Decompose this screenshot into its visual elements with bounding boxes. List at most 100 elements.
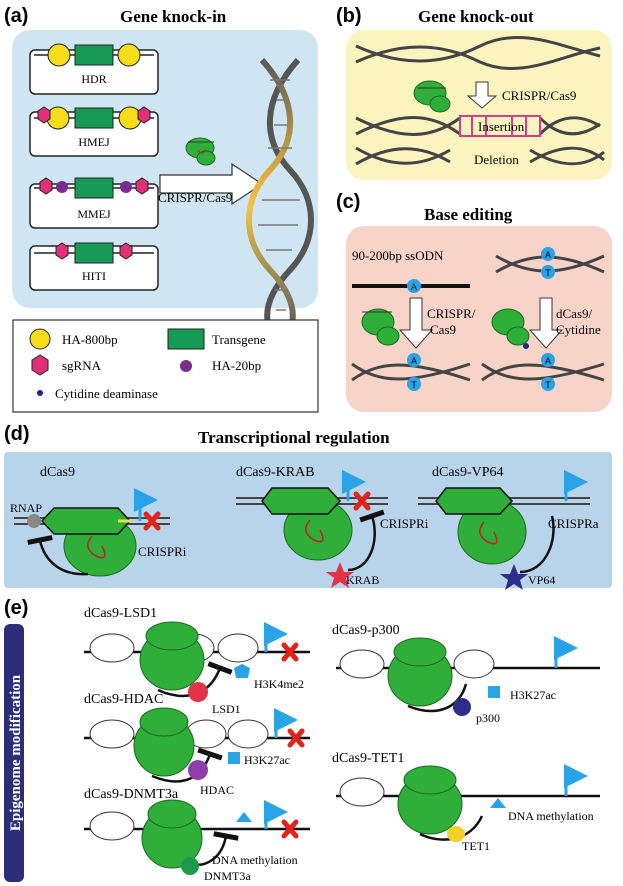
nucleosome-icon [339, 649, 495, 679]
base-t-top-label: T [545, 268, 551, 278]
p300-enzyme [453, 698, 471, 716]
knockout-arrow-label: CRISPR/Cas9 [502, 88, 576, 103]
panel-label-e: (e) [4, 597, 28, 619]
rnap-icon [27, 514, 41, 528]
tss-arrow-icon [564, 470, 588, 501]
base-t-right-label: T [545, 380, 551, 390]
hdr-construct: HDR [29, 43, 159, 95]
histone-mark-icon [234, 664, 250, 678]
hdac-title: dCas9-HDAC [84, 692, 163, 707]
dcas9-tet-protein [397, 765, 463, 835]
dcas9-title: dCas9 [40, 465, 75, 480]
nucleosome-icon [339, 777, 385, 807]
base-t-top [541, 265, 555, 279]
legend-ha20-swatch [180, 360, 192, 372]
base-t-right [541, 377, 555, 391]
vp64-title: dCas9-VP64 [432, 465, 504, 480]
dnmt-enzyme [181, 857, 199, 875]
histone-mark-icon [228, 752, 240, 764]
tss-arrow-icon [264, 800, 288, 829]
tet-label: TET1 [462, 839, 490, 853]
knockin-arrow [159, 162, 264, 206]
krab-label: KRAB [346, 573, 379, 587]
hiti-construct: HITI [29, 242, 159, 291]
legend-ha800: HA-800bp [62, 332, 118, 347]
hmej-construct: HMEJ [29, 106, 159, 157]
vp64-star [500, 564, 528, 590]
base-a-top [541, 247, 555, 261]
base-edit-dna-left [351, 362, 471, 382]
cas9-icon [413, 80, 451, 113]
lsd1-label: LSD1 [212, 702, 241, 716]
base-edit-dna-right [481, 362, 605, 382]
dcas9-p300-protein [387, 637, 453, 707]
block-x-icon [281, 819, 299, 839]
dcas9-vp64-protein [435, 487, 527, 565]
nucleosome-icon [89, 811, 135, 841]
nucleosome-icon [89, 719, 269, 749]
h3k4-label: H3K4me2 [254, 677, 304, 691]
histone-mark-icon [490, 798, 506, 808]
lsd1-title: dCas9-LSD1 [84, 606, 157, 621]
cas9-icon [185, 137, 216, 166]
base-a-right-label: A [545, 356, 551, 366]
base-edit-right-label-1: dCas9/ [556, 306, 593, 321]
tss-arrow-icon [564, 764, 588, 796]
crispri-label-1: CRISPRi [138, 544, 187, 559]
method-label-hdr: HDR [81, 72, 106, 86]
legend: HA-800bp Transgene sgRNA HA-20bp Cytidin… [12, 319, 319, 413]
legend-cytidine: Cytidine deaminase [55, 386, 158, 401]
knockin-arrow-label: CRISPR/Cas9 [158, 190, 232, 205]
cas9-icon [361, 308, 400, 346]
knockout-dna-top [355, 35, 601, 71]
epigenome-side-label: Epigenome modification [8, 674, 24, 831]
epigenome-side-band [4, 624, 24, 882]
tss-arrow-icon [554, 636, 578, 668]
knockout-arrow [466, 81, 498, 109]
vp64-activate-arrow [519, 515, 555, 574]
legend-transgene: Transgene [212, 332, 266, 347]
insertion-dna [355, 115, 601, 137]
dcas9-krab-protein [261, 487, 353, 561]
method-label-hmej: HMEJ [78, 135, 110, 149]
rnap-label: RNAP [10, 501, 42, 515]
panel-label-c: (c) [336, 191, 360, 213]
base-t-left-label: T [411, 380, 417, 390]
legend-sgrna-swatch [31, 354, 49, 376]
hdac-label: HDAC [200, 783, 234, 797]
krab-title: dCas9-KRAB [236, 465, 315, 480]
panel-b-title: Gene knock-out [418, 7, 534, 26]
h3k27-label-1: H3K27ac [244, 753, 290, 767]
base-edit-left-label-1: CRISPR/ [427, 306, 476, 321]
krab-star [326, 562, 354, 588]
base-t-left [407, 377, 421, 391]
block-x-icon [143, 511, 161, 531]
block-x-icon [287, 728, 305, 748]
deletion-dna [355, 146, 605, 166]
legend-ha20: HA-20bp [212, 358, 261, 373]
h3k27-label-2: H3K27ac [510, 688, 556, 702]
base-edit-arrow-right [528, 297, 564, 349]
histone-mark-icon [488, 686, 500, 698]
base-edit-right-label-2: Cytidine [556, 322, 601, 337]
dnmt-title: dCas9-DNMT3a [84, 787, 179, 802]
p300-title: dCas9-p300 [332, 623, 400, 638]
tet-title: dCas9-TET1 [332, 751, 404, 766]
tss-arrow-icon [134, 488, 158, 521]
mmej-construct: MMEJ [29, 177, 159, 229]
cas9-icon [491, 308, 530, 349]
histone-mark-icon [236, 812, 252, 822]
panel-label-b: (b) [336, 5, 362, 27]
dnam-label-2: DNA methylation [508, 809, 594, 823]
dcas9-protein [40, 507, 137, 577]
hdac-repress-arrow [151, 747, 223, 783]
panel-label-a: (a) [4, 5, 28, 27]
legend-ha800-swatch [29, 328, 51, 350]
dcas9-dnmt-protein [141, 799, 203, 869]
dcas9-hdac-protein [133, 707, 195, 777]
base-a-left-label: A [411, 356, 417, 366]
panel-a-title: Gene knock-in [120, 7, 227, 26]
dcas9-repress-arrow [27, 535, 89, 576]
tss-arrow-icon [342, 470, 366, 501]
